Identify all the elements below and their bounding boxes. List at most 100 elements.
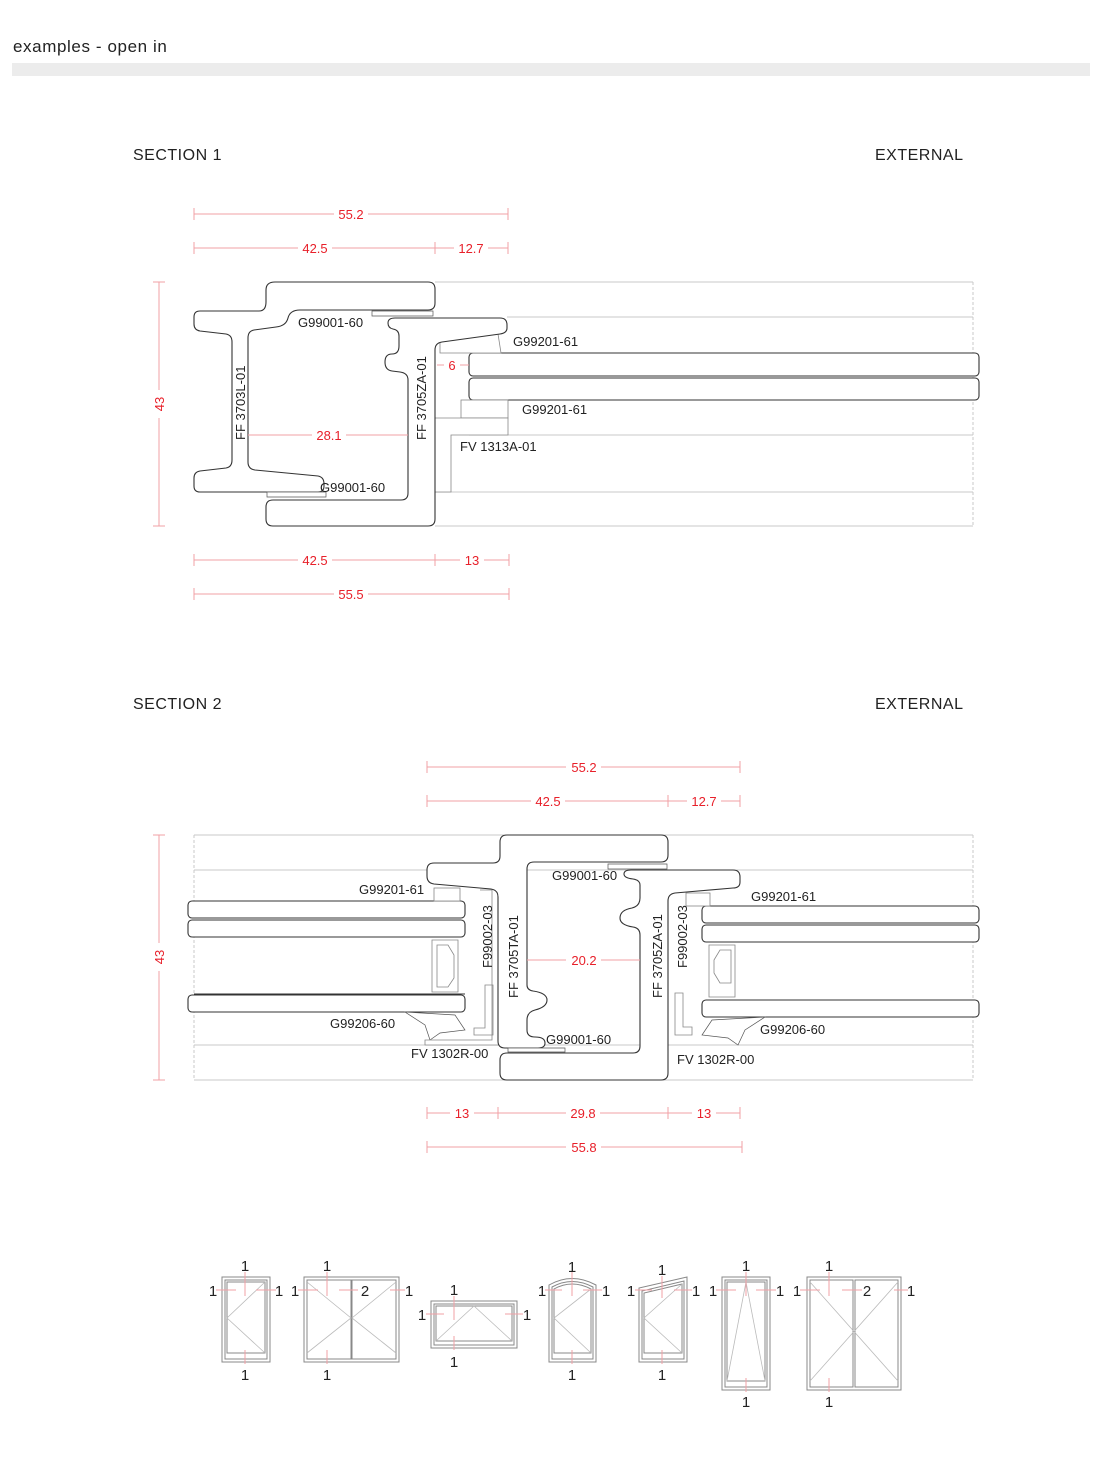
window-2-top: 1 [323,1258,331,1275]
section-1-guide-lines [435,281,974,527]
section-2-external-label: EXTERNAL [875,696,963,713]
page-title: examples - open in [13,37,168,56]
window-type-6[interactable]: 1 1 1 1 [709,1258,784,1411]
window-2-mid: 2 [361,1283,369,1300]
window-6-right: 1 [776,1283,784,1300]
label-glazing-top: G99201-61 [513,334,578,349]
left-seal [403,1011,466,1041]
window-2-left: 1 [291,1283,299,1300]
gasket-bottom-2 [507,1047,566,1053]
window-1-top: 1 [241,1258,249,1275]
window-1-bottom: 1 [241,1367,249,1384]
window-3-top: 1 [450,1282,458,1299]
dim-s2-top-total: 55.2 [571,760,596,775]
window-types: 1 1 1 1 1 1 2 1 1 1 1 1 1 [209,1258,915,1411]
glass-pane-outer [468,352,980,377]
window-type-7[interactable]: 1 1 2 1 1 [793,1258,915,1411]
label-seal-left: G99206-60 [330,1016,395,1031]
dim-s1-inner: 28.1 [316,428,341,443]
section-2-dimensions: 55.2 42.5 12.7 13 29.8 13 55.8 43 20.2 [152,760,743,1155]
right-glass-pane-2 [701,924,980,943]
window-type-4[interactable]: 1 1 1 1 [538,1259,610,1384]
window-4-top: 1 [568,1259,576,1276]
window-7-top: 1 [825,1258,833,1275]
gasket-top [371,310,434,317]
section-1-title: SECTION 1 [133,147,222,164]
window-7-bottom: 1 [825,1394,833,1411]
glazing-bead [434,417,509,493]
window-1-right: 1 [275,1283,283,1300]
left-glazing-gasket [433,887,461,902]
window-4-right: 1 [602,1283,610,1300]
window-7-right: 1 [907,1283,915,1300]
outer-frame-profile [193,281,436,493]
label-seal-right: G99206-60 [760,1022,825,1037]
dim-s2-top-a: 42.5 [535,794,560,809]
dim-s1-bottom-total: 55.5 [338,587,363,602]
window-4-bottom: 1 [568,1367,576,1384]
window-3-bottom: 1 [450,1354,458,1371]
dim-s1-top-total: 55.2 [338,207,363,222]
section-2-title: SECTION 2 [133,696,222,713]
label-sash-2: FF 3705ZA-01 [650,914,665,998]
mullion-profile [426,834,669,1049]
window-5-left: 1 [627,1283,635,1300]
window-type-2[interactable]: 1 1 2 1 1 [291,1258,413,1384]
right-glass-pane-3 [701,999,980,1018]
label-mullion: FF 3705TA-01 [506,915,521,998]
dim-s2-inner: 20.2 [571,953,596,968]
label-bead: FV 1313A-01 [460,439,537,454]
dim-s1-bottom-a: 42.5 [302,553,327,568]
dim-s2-bottom-b: 29.8 [570,1106,595,1121]
window-3-right: 1 [523,1307,531,1324]
label-gasket-bottom: G99001-60 [320,480,385,495]
window-2-bottom: 1 [323,1367,331,1384]
section-1: SECTION 1 EXTERNAL G99001-60 G99001-60 G… [133,147,980,602]
dim-s2-height: 43 [152,950,167,964]
gasket-top-2 [607,863,668,870]
window-5-right: 1 [692,1283,700,1300]
right-seal [701,1016,767,1046]
left-glass-pane-3 [187,994,466,1013]
label-glazing-left: G99201-61 [359,882,424,897]
label-outer-frame: FF 3703L-01 [233,366,248,440]
dim-s2-bottom-total: 55.8 [571,1140,596,1155]
window-2-right: 1 [405,1283,413,1300]
sash-profile-2 [499,869,741,1081]
label-gasket-top: G99001-60 [298,315,363,330]
dim-s2-top-b: 12.7 [691,794,716,809]
window-type-1[interactable]: 1 1 1 1 [209,1258,283,1384]
sash-profile [265,317,508,527]
title-bar [12,63,1090,76]
window-3-left: 1 [418,1307,426,1324]
right-glass-pane-1 [701,905,980,924]
window-7-mid: 2 [863,1283,871,1300]
dim-s1-height: 43 [152,397,167,411]
window-type-3[interactable]: 1 1 1 1 [418,1282,531,1371]
label-gasket-top-2: G99001-60 [552,868,617,883]
dim-s2-bottom-a: 13 [455,1106,469,1121]
dim-s1-top-a: 42.5 [302,241,327,256]
section-2: SECTION 2 EXTERNAL [133,696,980,1155]
window-6-left: 1 [709,1283,717,1300]
label-sash: FF 3705ZA-01 [414,356,429,440]
label-glazing-right: G99201-61 [751,889,816,904]
window-type-5[interactable]: 1 1 1 1 [627,1262,700,1384]
window-7-left: 1 [793,1283,801,1300]
section-1-dimensions: 55.2 42.5 12.7 42.5 13 55.5 43 28.1 6 [152,207,510,602]
dim-s2-bottom-c: 13 [697,1106,711,1121]
glass-pane-inner [468,377,980,401]
left-spacer [431,939,459,993]
window-6-bottom: 1 [742,1394,750,1411]
glazing-gasket-bottom [460,399,509,419]
window-1-left: 1 [209,1283,217,1300]
window-4-left: 1 [538,1283,546,1300]
left-glass-pane-2 [187,919,466,938]
label-insert-left: F99002-03 [480,905,495,968]
label-gasket-bottom-2: G99001-60 [546,1032,611,1047]
label-glazing-bottom: G99201-61 [522,402,587,417]
label-bead-left: FV 1302R-00 [411,1046,488,1061]
label-insert-right: F99002-03 [675,905,690,968]
label-bead-right: FV 1302R-00 [677,1052,754,1067]
